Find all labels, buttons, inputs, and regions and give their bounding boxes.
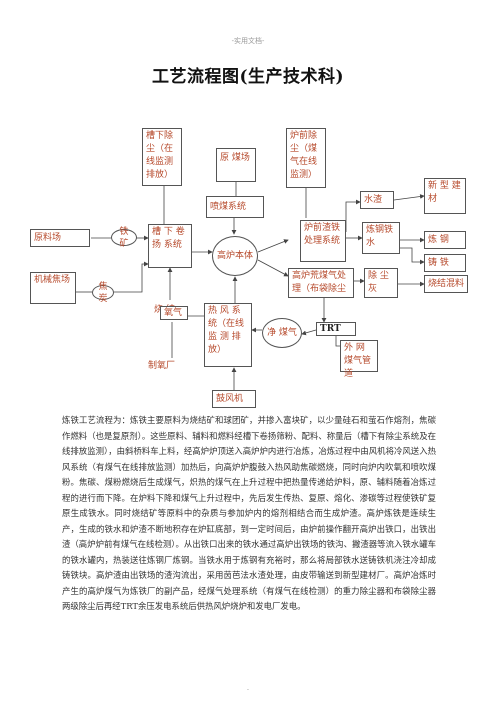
- node-trough-screen: 槽 下 卷 扬 系统: [148, 224, 192, 268]
- node-building: 新 型 建材: [424, 178, 466, 214]
- page-header: -实用文档-: [231, 37, 265, 45]
- node-water-slag: 水渣: [360, 191, 394, 209]
- page-footer: ·: [246, 686, 250, 694]
- node-clean-gas: 净 煤气: [262, 318, 302, 348]
- node-blast-furnace: 高炉本体: [212, 236, 258, 276]
- node-slag-system: 炉前渣铁处理系统: [300, 220, 346, 262]
- edge-iron-cast: [400, 247, 425, 265]
- node-trt: TRT: [316, 322, 356, 336]
- page-title: 工艺流程图(生产技术科): [151, 67, 345, 87]
- node-dust-ash: 除 尘灰: [364, 268, 398, 298]
- node-coal-injection: 喷煤系统: [206, 196, 264, 218]
- node-oxygen: 氧气: [160, 306, 188, 320]
- node-dust-furnace: 炉前除尘（煤气在线监测）: [286, 128, 326, 188]
- node-raw-yard: 原料场: [30, 229, 90, 247]
- node-sinter-mix: 烧结混料: [424, 275, 468, 293]
- node-hot-blast: 热 风 系统（在线监 测 排放）: [204, 303, 252, 367]
- node-mech-coke: 机械焦场: [30, 272, 76, 304]
- edge-furnace-gas: [257, 259, 289, 277]
- edge-slag-water: [345, 199, 361, 232]
- edge-water-building: [393, 194, 425, 201]
- node-steelmaking: 炼 钢: [424, 231, 466, 249]
- node-cast-iron: 铸 铁: [424, 254, 466, 272]
- edge-trt-clean-gas: [301, 329, 317, 336]
- edge-coke-screen: [114, 261, 149, 293]
- node-raw-coal: 原 煤场: [216, 148, 256, 182]
- edge-furnace-slag: [257, 239, 289, 253]
- node-coke: 焦炭: [92, 282, 114, 304]
- node-ext-gas: 外 网 煤气管道: [340, 340, 378, 379]
- node-molten-iron: 炼钢铁水: [362, 222, 400, 254]
- process-description: 炼铁工艺流程为：炼铁主要原料为烧结矿和球团矿，并掺入富块矿，以少量硅石和萤石作熔…: [62, 415, 436, 611]
- node-iron-ore: 铁 矿: [111, 227, 137, 249]
- node-blower: 鼓风机: [212, 390, 256, 408]
- node-oxygen-plant: 制氧厂: [148, 361, 176, 371]
- node-bf-gas: 高炉荒煤气处理（布袋除尘: [288, 268, 354, 298]
- node-dust-trough: 槽下除尘（在线监测排放）: [142, 128, 182, 186]
